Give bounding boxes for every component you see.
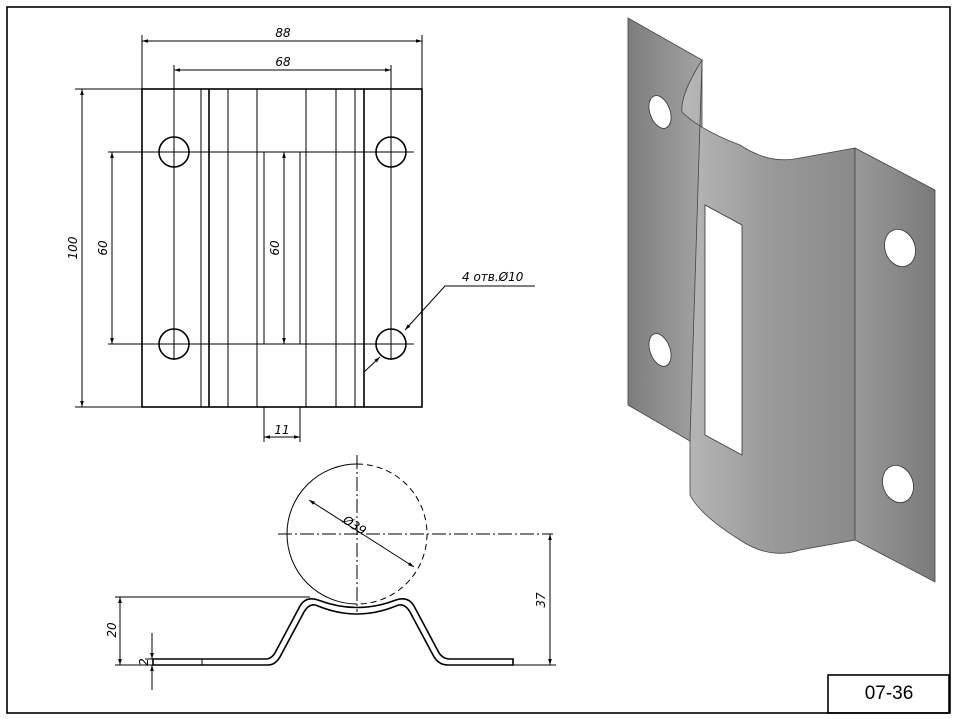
plan-view: 88 68 100 60 60 11 4 отв.Ø10 — [66, 26, 535, 442]
dim-diameter — [308, 499, 415, 568]
svg-text:60: 60 — [96, 240, 110, 256]
holes-3d — [648, 95, 916, 503]
drawing-code: 07-36 — [865, 683, 914, 704]
plate-outline — [141, 88, 423, 408]
svg-text:60: 60 — [268, 240, 282, 256]
hole-leader — [404, 285, 535, 331]
right-flange — [854, 147, 936, 583]
center-lines — [108, 65, 414, 360]
svg-text:11: 11 — [274, 423, 289, 437]
title-block: 07-36 — [827, 674, 950, 714]
bracket-profile — [152, 598, 514, 666]
drawing-frame — [6, 6, 951, 714]
svg-text:4 отв.Ø10: 4 отв.Ø10 — [462, 270, 524, 284]
svg-text:100: 100 — [66, 236, 80, 259]
svg-text:88: 88 — [275, 26, 291, 40]
pipe-outline — [356, 463, 428, 605]
svg-text:37: 37 — [534, 592, 548, 608]
svg-text:68: 68 — [275, 55, 291, 69]
isometric-view — [627, 17, 936, 583]
mounting-holes — [158, 136, 407, 360]
side-view: Ø39 20 2 37 — [105, 455, 556, 690]
bend-lines — [200, 89, 365, 407]
svg-text:20: 20 — [105, 622, 119, 638]
slot-3d — [704, 204, 743, 456]
svg-text:2: 2 — [137, 658, 151, 666]
